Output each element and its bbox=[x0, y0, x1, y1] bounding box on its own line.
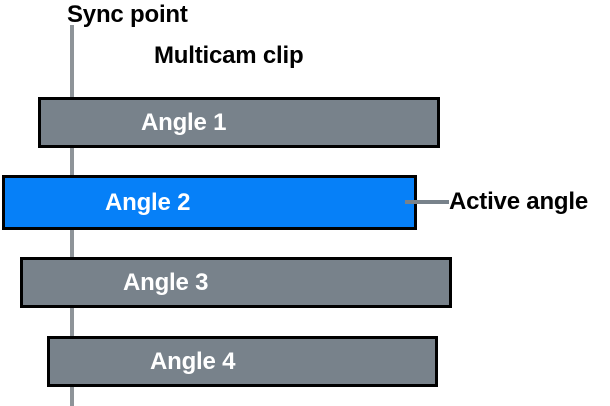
angle-bar-4-label: Angle 4 bbox=[150, 347, 236, 375]
angle-bar-1[interactable]: Angle 1 bbox=[38, 97, 440, 148]
angle-bar-3-label: Angle 3 bbox=[123, 268, 209, 296]
angle-bar-2-label: Angle 2 bbox=[105, 188, 191, 216]
angle-bar-4[interactable]: Angle 4 bbox=[47, 336, 438, 387]
active-angle-label: Active angle bbox=[449, 188, 588, 215]
angle-bar-2[interactable]: Angle 2 bbox=[2, 175, 417, 230]
multicam-clip-label: Multicam clip bbox=[154, 42, 304, 69]
angle-bar-3[interactable]: Angle 3 bbox=[20, 257, 452, 308]
active-angle-leader-line bbox=[405, 200, 449, 204]
sync-point-label: Sync point bbox=[67, 1, 188, 28]
angle-bar-1-label: Angle 1 bbox=[141, 108, 227, 136]
